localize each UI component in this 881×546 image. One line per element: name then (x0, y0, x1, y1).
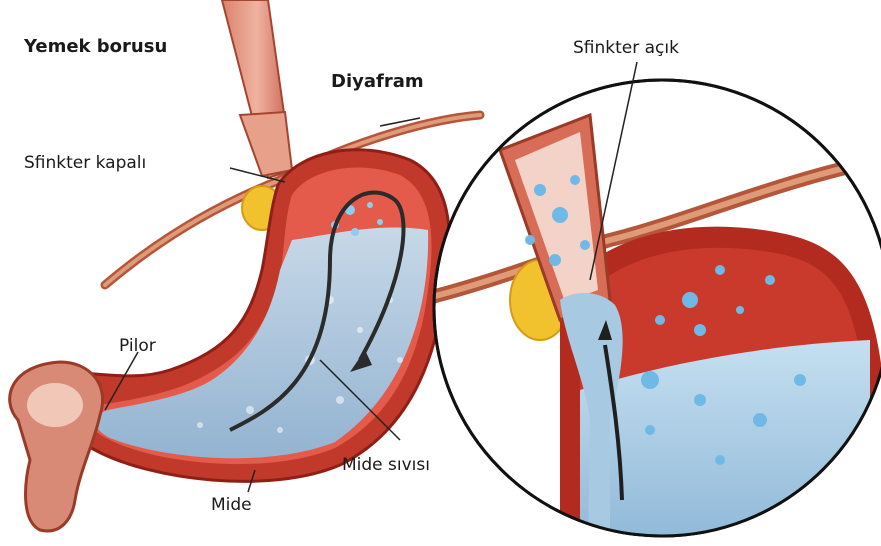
label-stomach: Mide (211, 497, 252, 514)
label-pylorus: Pilor (119, 338, 156, 355)
label-sphincter-closed: Sfinkter kapalı (24, 155, 146, 172)
label-esophagus: Yemek borusu (24, 38, 167, 56)
label-stomach-fluid: Mide sıvısı (342, 457, 430, 474)
label-diaphragm: Diyafram (331, 73, 424, 91)
label-sphincter-open: Sfinkter açık (573, 40, 679, 57)
